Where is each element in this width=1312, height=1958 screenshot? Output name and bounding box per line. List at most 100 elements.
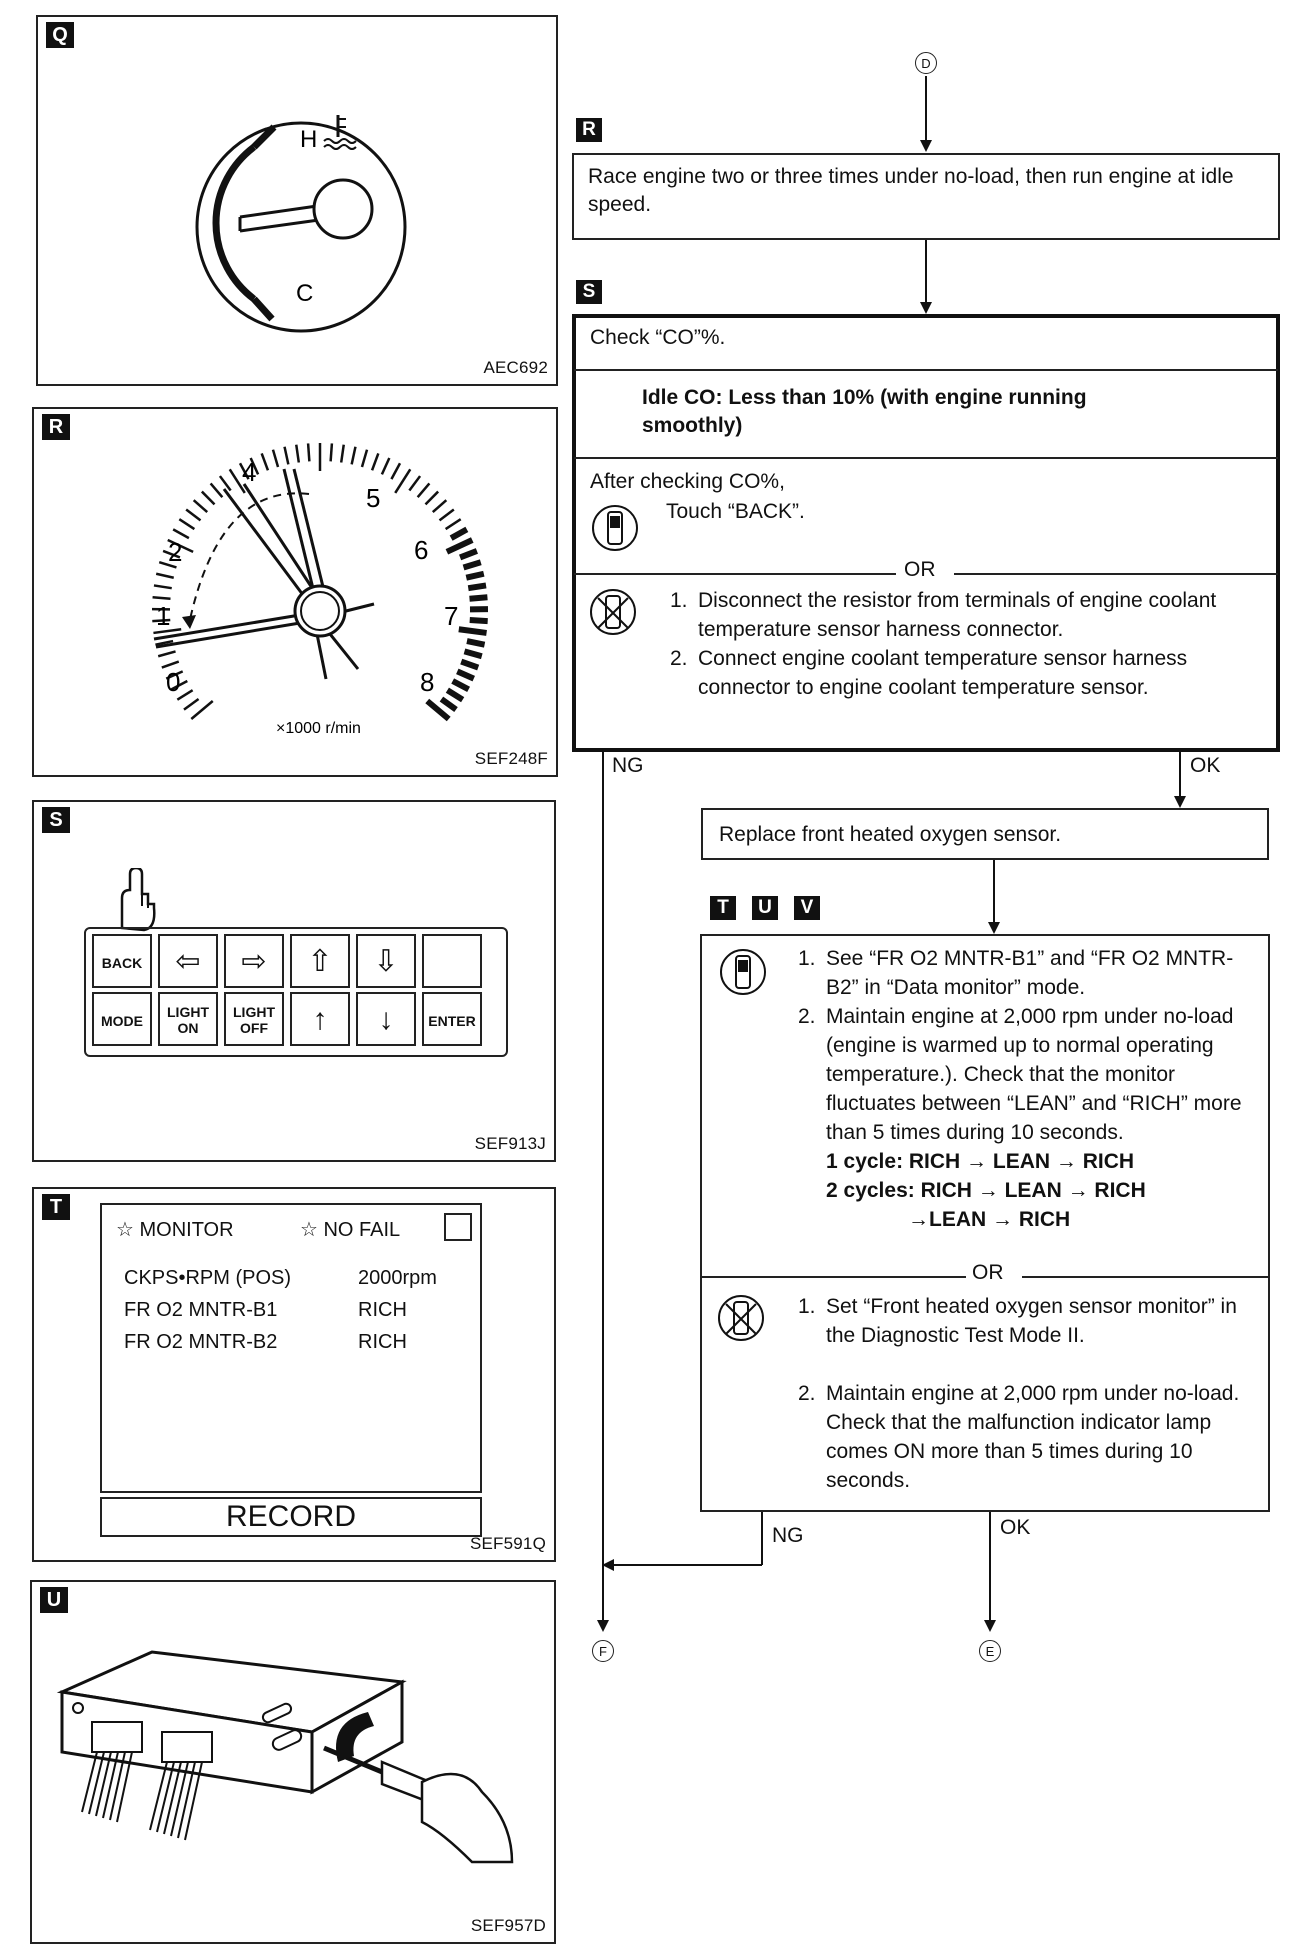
step-1-text: See “FR O2 MNTR-B1” and “FR O2 MNTR-B2” … [826,947,1234,999]
figure-code: AEC692 [483,358,548,377]
flow-tag-v: V [794,896,820,920]
no-tools-icon [590,589,636,635]
resistor-steps: 1.Disconnect the resistor from terminals… [670,589,1217,699]
panel-r: R 0 1 2 4 5 6 7 8 ×1000 r/min SEF248F [32,407,558,777]
key-down-arrow[interactable]: ⇩ [356,934,416,988]
gauge-c-label: C [296,280,313,307]
tach-tick [271,449,280,468]
key-enter[interactable]: ENTER [422,992,482,1046]
consult-tester-icon [592,505,638,551]
cycle-1-text: 1 cycle: RICH → LEAN → RICH [826,1150,1135,1173]
ok-label: OK [1190,754,1221,777]
panel-u: U SEF957D [30,1580,556,1944]
flow-tag-t: T [710,896,736,920]
tach-tick [456,668,475,682]
tach-tick [283,446,290,465]
key-light-off[interactable]: LIGHT OFF [224,992,284,1046]
monitor-row-name: FR O2 MNTR-B1 [124,1299,278,1321]
monitor-row-value: 2000rpm [358,1267,437,1289]
step-1-text: Disconnect the resistor from terminals o… [698,589,1217,641]
cycle-2-text: 2 cycles: RICH → LEAN → RICH [826,1179,1146,1202]
race-engine-box: Race engine two or three times under no-… [572,153,1280,240]
keypad [84,927,508,1057]
tach-tick [394,468,412,494]
tach-tick [178,518,196,531]
panel-tag: Q [46,22,74,48]
tach-tick [190,700,214,720]
tach-tick [408,475,422,492]
after-checking-text: After checking CO%, [590,470,785,493]
tach-number-2: 2 [168,537,182,567]
monitor-row-value: RICH [358,1299,407,1321]
monitor-row-value: RICH [358,1331,407,1353]
tach-tick [431,499,448,514]
ng-label: NG [612,754,644,777]
key-up-arrow[interactable]: ⇧ [290,934,350,988]
tach-tick [439,696,458,713]
no-fail-label: ☆ NO FAIL [300,1219,401,1241]
tach-tick [350,446,357,465]
tach-tick [170,679,188,691]
ok-label: OK [1000,1516,1031,1539]
data-monitor-steps: 1.See “FR O2 MNTR-B1” and “FR O2 MNTR-B2… [798,947,1242,1231]
tach-tick [238,462,250,480]
key-up[interactable]: ↑ [290,992,350,1046]
ecm-screwdriver-illustration [56,1650,514,1864]
gauge-h-label: H [300,126,317,153]
tach-tick [209,482,224,498]
key-blank[interactable] [422,934,482,988]
tach-tick [260,453,270,471]
check-co-text: Check “CO”%. [590,326,726,349]
cycle-2-continued: →LEAN → RICH [908,1208,1071,1231]
no-tools-icon [718,1295,764,1341]
mil-steps: 1.Set “Front heated oxygen sensor monito… [798,1295,1240,1492]
tach-tick [463,648,483,660]
tach-tick [444,518,462,531]
tach-tick [306,443,311,462]
divider [574,457,1278,459]
tach-tick [172,528,190,540]
tach-tick [183,698,200,711]
or-divider-right [954,573,1278,575]
tach-tick [295,444,301,463]
key-down[interactable]: ↓ [356,992,416,1046]
tach-number-0: 0 [166,667,180,697]
tach-tick [157,650,176,658]
tach-unit-label: ×1000 r/min [276,720,361,737]
key-back[interactable]: BACK [92,934,152,988]
step-1-text: Set “Front heated oxygen sensor monitor”… [826,1295,1237,1347]
tach-tick [370,453,380,471]
panel-tag: R [42,414,70,440]
o2-sensor-check-box [700,934,1270,1512]
key-left-arrow[interactable]: ⇦ [158,934,218,988]
panel-tag: S [42,807,70,833]
flow-tag-s: S [576,280,602,304]
panel-tag: U [40,1587,68,1613]
tach-tick [165,670,184,680]
touch-back-text: Touch “BACK”. [666,500,805,523]
tach-tick [466,638,486,648]
tach-tick [339,444,345,463]
ng-label: NG [772,1524,804,1547]
idle-co-spec: Idle CO: Less than 10% (with engine runn… [642,386,1087,437]
panel-tag: T [42,1194,70,1220]
tach-tick [200,490,216,506]
key-light-on[interactable]: LIGHT ON [158,992,218,1046]
or-divider-left [702,1276,966,1278]
tach-tick [445,687,465,703]
tach-tick [249,457,260,475]
step-2-text: Maintain engine at 2,000 rpm under no-lo… [826,1382,1240,1492]
tach-tick [469,594,488,602]
tach-tick [449,526,469,541]
key-right-arrow[interactable]: ⇨ [224,934,284,988]
key-mode[interactable]: MODE [92,992,152,1046]
record-button[interactable]: RECORD [100,1497,482,1537]
temperature-gauge-illustration: H C [195,115,407,333]
flow-tag-r: R [576,118,602,142]
monitor-screen: ☆ MONITOR ☆ NO FAIL CKPS•RPM (POS) 2000r… [100,1203,482,1493]
tach-tick [360,449,369,468]
no-fail-checkbox[interactable] [444,1213,472,1241]
tach-tick [152,596,171,600]
tach-tick [158,561,177,569]
